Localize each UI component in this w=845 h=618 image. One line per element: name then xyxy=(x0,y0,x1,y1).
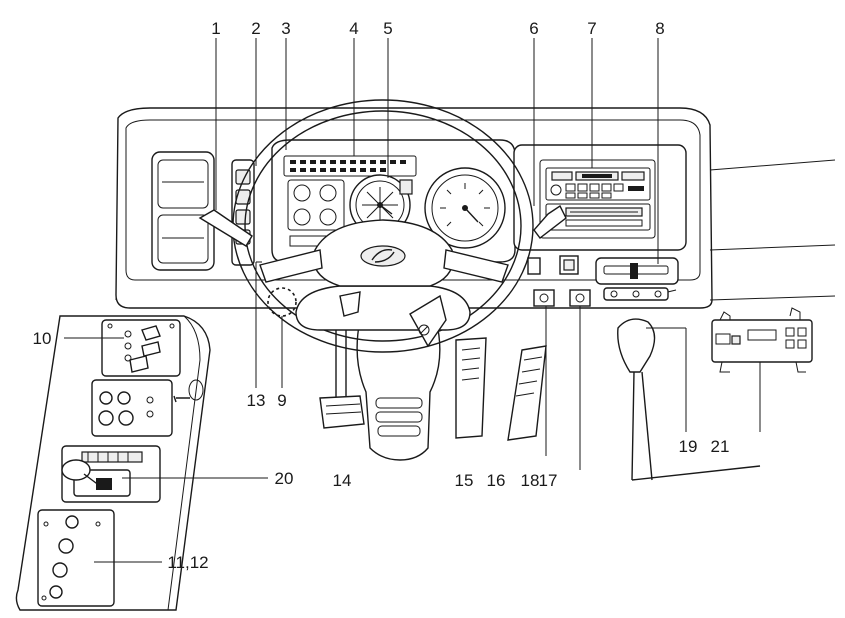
fuel-gauge-icon xyxy=(293,184,311,202)
callout-3: 3 xyxy=(281,19,290,38)
side-console xyxy=(15,315,211,611)
temperature-gauge-icon xyxy=(319,184,337,202)
warning-lamp-strip xyxy=(290,160,406,172)
callout-14: 14 xyxy=(333,471,352,490)
indicator-block xyxy=(399,179,413,195)
callout-7: 7 xyxy=(587,19,596,38)
left-air-vents xyxy=(151,151,215,271)
gear-lever xyxy=(617,318,761,481)
callout-13: 13 xyxy=(247,391,266,410)
callout-8: 8 xyxy=(655,19,664,38)
heater-control-panel xyxy=(595,257,679,301)
callout-20: 20 xyxy=(275,469,294,488)
callout-10: 10 xyxy=(33,329,52,348)
ignition-key-icon xyxy=(418,324,430,336)
callout-1: 1 xyxy=(211,19,220,38)
horn-location-marker xyxy=(267,287,297,317)
joystick-knob-icon xyxy=(61,459,91,481)
callout-18: 18 xyxy=(521,471,540,490)
callout-9: 9 xyxy=(277,391,286,410)
callout-15: 15 xyxy=(455,471,474,490)
control-stalks xyxy=(198,204,567,247)
callout-21: 21 xyxy=(711,437,730,456)
lower-dash-switches xyxy=(527,255,591,307)
speedometer-icon xyxy=(424,167,506,249)
callout-11-12: 11,12 xyxy=(167,553,208,572)
cassette-unit xyxy=(545,203,651,231)
callout-16: 16 xyxy=(487,471,506,490)
aux-gauges-panel xyxy=(287,179,345,231)
voltmeter-gauge-icon xyxy=(319,208,337,226)
callout-17: 17 xyxy=(539,471,558,490)
console-lower-switch-panel xyxy=(37,509,115,607)
leader-lines xyxy=(64,38,761,563)
callout-6: 6 xyxy=(529,19,538,38)
brake-pedal xyxy=(455,337,487,439)
accelerator-pedal xyxy=(507,345,547,441)
steering-wheel xyxy=(232,99,534,461)
radio-unit xyxy=(545,167,651,201)
hyundai-logo-icon xyxy=(360,245,406,267)
callout-labels: 1 2 3 4 5 6 7 8 9 10 11,12 13 14 15 16 1… xyxy=(33,19,730,572)
callout-4: 4 xyxy=(349,19,358,38)
oil-pressure-gauge-icon xyxy=(293,208,311,226)
callout-5: 5 xyxy=(383,19,392,38)
console-top-switch-panel xyxy=(101,319,181,377)
console-middle-switch-panel xyxy=(91,379,173,437)
remote-control-panel xyxy=(711,307,813,373)
pedals xyxy=(319,330,547,441)
callout-2: 2 xyxy=(251,19,260,38)
callout-19: 19 xyxy=(679,437,698,456)
console-joystick-panel xyxy=(61,445,161,503)
